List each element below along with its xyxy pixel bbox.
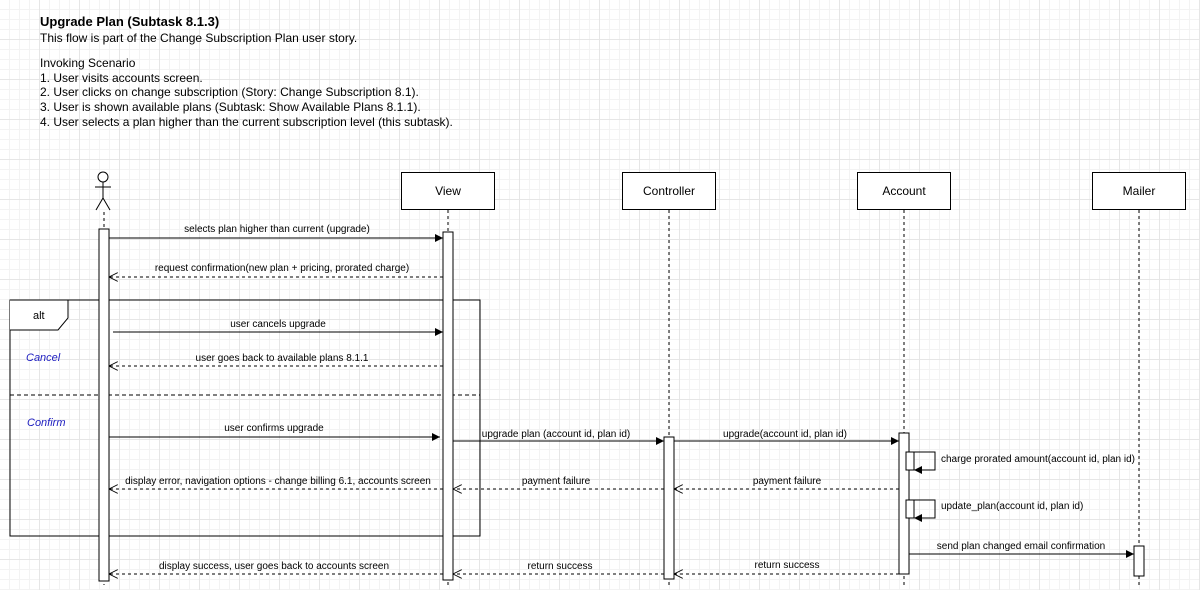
lifeline-controller[interactable]: Controller: [622, 172, 716, 210]
lifeline-view[interactable]: View: [401, 172, 495, 210]
message-label: user confirms upgrade: [224, 423, 324, 434]
lifeline-mailer[interactable]: Mailer: [1092, 172, 1186, 210]
alt-fragment-label: alt: [33, 310, 45, 322]
message-label: user goes back to available plans 8.1.1: [195, 353, 369, 364]
message-label: return success: [527, 561, 593, 572]
message-label: charge prorated amount(account id, plan …: [941, 454, 1136, 465]
message-label: return success: [754, 560, 820, 571]
lifeline-account[interactable]: Account: [857, 172, 951, 210]
message-label: payment failure: [752, 476, 822, 487]
scenario-step-4: 4. User selects a plan higher than the c…: [40, 115, 453, 129]
alt-fragment: [9, 299, 481, 537]
message-label: send plan changed email confirmation: [936, 541, 1106, 552]
message-label: display error, navigation options - chan…: [125, 476, 431, 487]
mailer-activation: [1133, 545, 1145, 577]
view-activation: [442, 231, 454, 581]
account-self-activation-2: [905, 499, 915, 519]
scenario-step-3: 3. User is shown available plans (Subtas…: [40, 100, 421, 114]
user-activation: [98, 228, 110, 582]
controller-activation: [663, 436, 675, 580]
user-actor-icon: [95, 171, 111, 211]
scenario-step-1: 1. User visits accounts screen.: [40, 71, 203, 85]
guard-cancel: Cancel: [26, 352, 61, 364]
message-label: request confirmation(new plan + pricing,…: [154, 263, 410, 274]
message-label: payment failure: [521, 476, 591, 487]
message-label: upgrade plan (account id, plan id): [481, 429, 631, 440]
message-label: user cancels upgrade: [230, 319, 326, 330]
diagram-title: Upgrade Plan (Subtask 8.1.3): [40, 14, 220, 29]
account-self-activation-1: [905, 451, 915, 471]
scenario-title: Invoking Scenario: [40, 56, 136, 70]
scenario-step-2: 2. User clicks on change subscription (S…: [40, 85, 419, 99]
diagram-subtitle: This flow is part of the Change Subscrip…: [40, 31, 358, 45]
message-label: display success, user goes back to accou…: [158, 561, 390, 572]
message-label: selects plan higher than current (upgrad…: [184, 224, 370, 235]
message-label: upgrade(account id, plan id): [723, 429, 847, 440]
message-label: update_plan(account id, plan id): [941, 501, 1084, 512]
guard-confirm: Confirm: [27, 417, 66, 429]
